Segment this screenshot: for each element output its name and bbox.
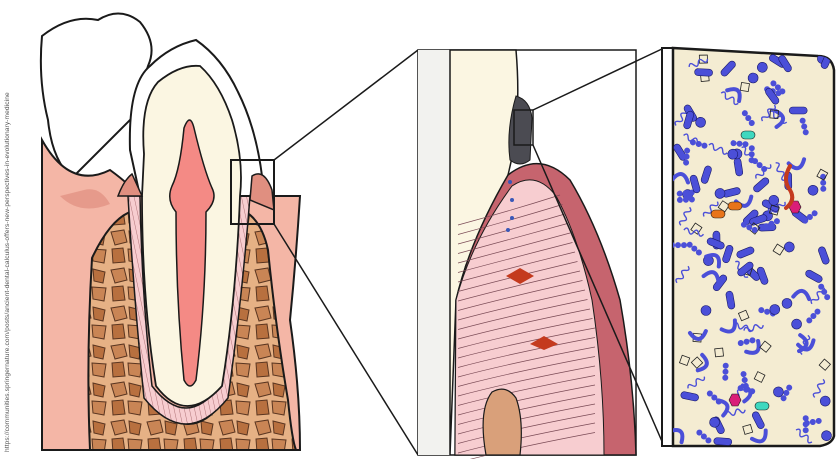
calculus-plaque-zoom-icon: [662, 48, 834, 446]
bacterium: [714, 437, 732, 445]
pill-bacterium: [755, 402, 769, 410]
bacterium: [748, 73, 759, 84]
coccus-bacterium: [748, 73, 759, 84]
cell-dot: [510, 198, 514, 202]
accent-bacterium: [729, 394, 741, 406]
periodontium-zoom-icon: [418, 50, 636, 459]
rod-bacterium: [694, 68, 712, 76]
coccus-bacterium: [695, 117, 706, 128]
bacterium: [803, 415, 809, 433]
pill-bacterium: [728, 202, 742, 210]
rod-bacterium: [714, 437, 732, 445]
chain-coccus: [681, 242, 687, 248]
cell-dot: [508, 180, 512, 184]
bacterium: [677, 196, 695, 203]
rod-bacterium: [789, 107, 807, 114]
pill-bacterium: [711, 210, 725, 218]
accent-bacterium: [728, 202, 742, 210]
tooth-cross-section-icon: [41, 13, 300, 450]
cell-dot: [506, 228, 510, 232]
chain-coccus: [675, 242, 681, 248]
accent-bacterium: [711, 210, 725, 218]
chain-coccus: [803, 427, 809, 433]
pill-bacterium: [741, 131, 755, 139]
source-credit: https://communities.springernature.com/p…: [4, 92, 11, 452]
chain-coccus: [803, 421, 809, 427]
chain-coccus: [803, 415, 809, 421]
zoom-line-top-1: [274, 50, 418, 160]
bacterium: [694, 68, 712, 76]
enamel-strip: [418, 50, 450, 455]
cell-dot: [510, 216, 514, 220]
plaque-biofilm: [673, 48, 834, 446]
bacterium: [695, 117, 706, 128]
bacterium: [722, 363, 729, 381]
bacterium: [789, 107, 807, 114]
tooth-surface-bar: [662, 48, 673, 446]
hex-bacterium: [729, 394, 741, 406]
accent-bacterium: [741, 131, 755, 139]
accent-bacterium: [755, 402, 769, 410]
bone-crest: [483, 389, 521, 455]
